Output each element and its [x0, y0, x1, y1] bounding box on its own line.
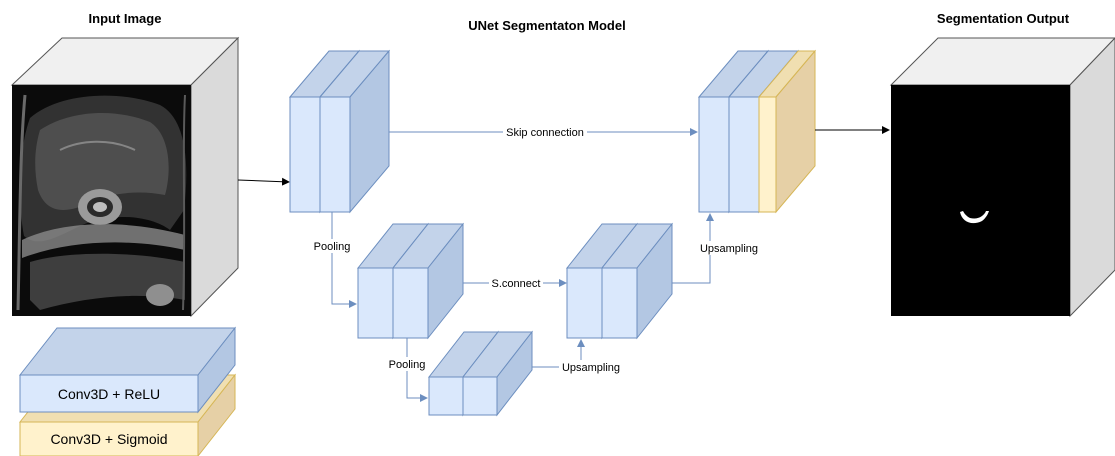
encoder-block-2b — [391, 222, 465, 340]
model-title: UNet Segmentaton Model — [468, 18, 625, 33]
input-arrow — [237, 177, 290, 186]
pooling-label-2-bg — [386, 357, 428, 371]
upsampling-label-1: Upsampling — [700, 243, 758, 255]
pooling-arrow-1 — [331, 212, 357, 308]
bottleneck-block-b — [461, 330, 534, 417]
segmentation-output-title: Segmentation Output — [937, 11, 1070, 26]
legend-sigmoid-label: Conv3D + Sigmoid — [50, 431, 167, 447]
upsampling-label-2-bg — [559, 360, 623, 374]
input-image-title: Input Image — [89, 11, 162, 26]
skip-connection-label: Skip connection — [506, 127, 584, 139]
s-connect-label: S.connect — [492, 278, 541, 290]
skip-connection-label-bg — [503, 125, 587, 139]
pooling-label-1-bg — [311, 239, 353, 253]
upsampling-label-2: Upsampling — [562, 362, 620, 374]
s-connect-label-bg — [489, 276, 543, 290]
encoder-block-1b — [318, 49, 391, 214]
pooling-label-1: Pooling — [314, 241, 351, 253]
legend-relu-label: Conv3D + ReLU — [58, 386, 160, 402]
segmentation-mask — [891, 85, 1070, 316]
upsampling-label-1-bg — [697, 241, 761, 255]
legend-relu: Conv3D + ReLU — [18, 326, 237, 414]
upsampling-arrow-1 — [672, 213, 714, 284]
sigmoid-output-block — [757, 49, 817, 214]
input-image-cube — [10, 36, 240, 318]
pooling-label-2: Pooling — [389, 359, 426, 371]
segmented-region — [960, 211, 989, 224]
mri-slice-image — [12, 85, 191, 316]
segmentation-output-cube — [889, 37, 1115, 318]
decoder-block-2b — [600, 222, 674, 340]
